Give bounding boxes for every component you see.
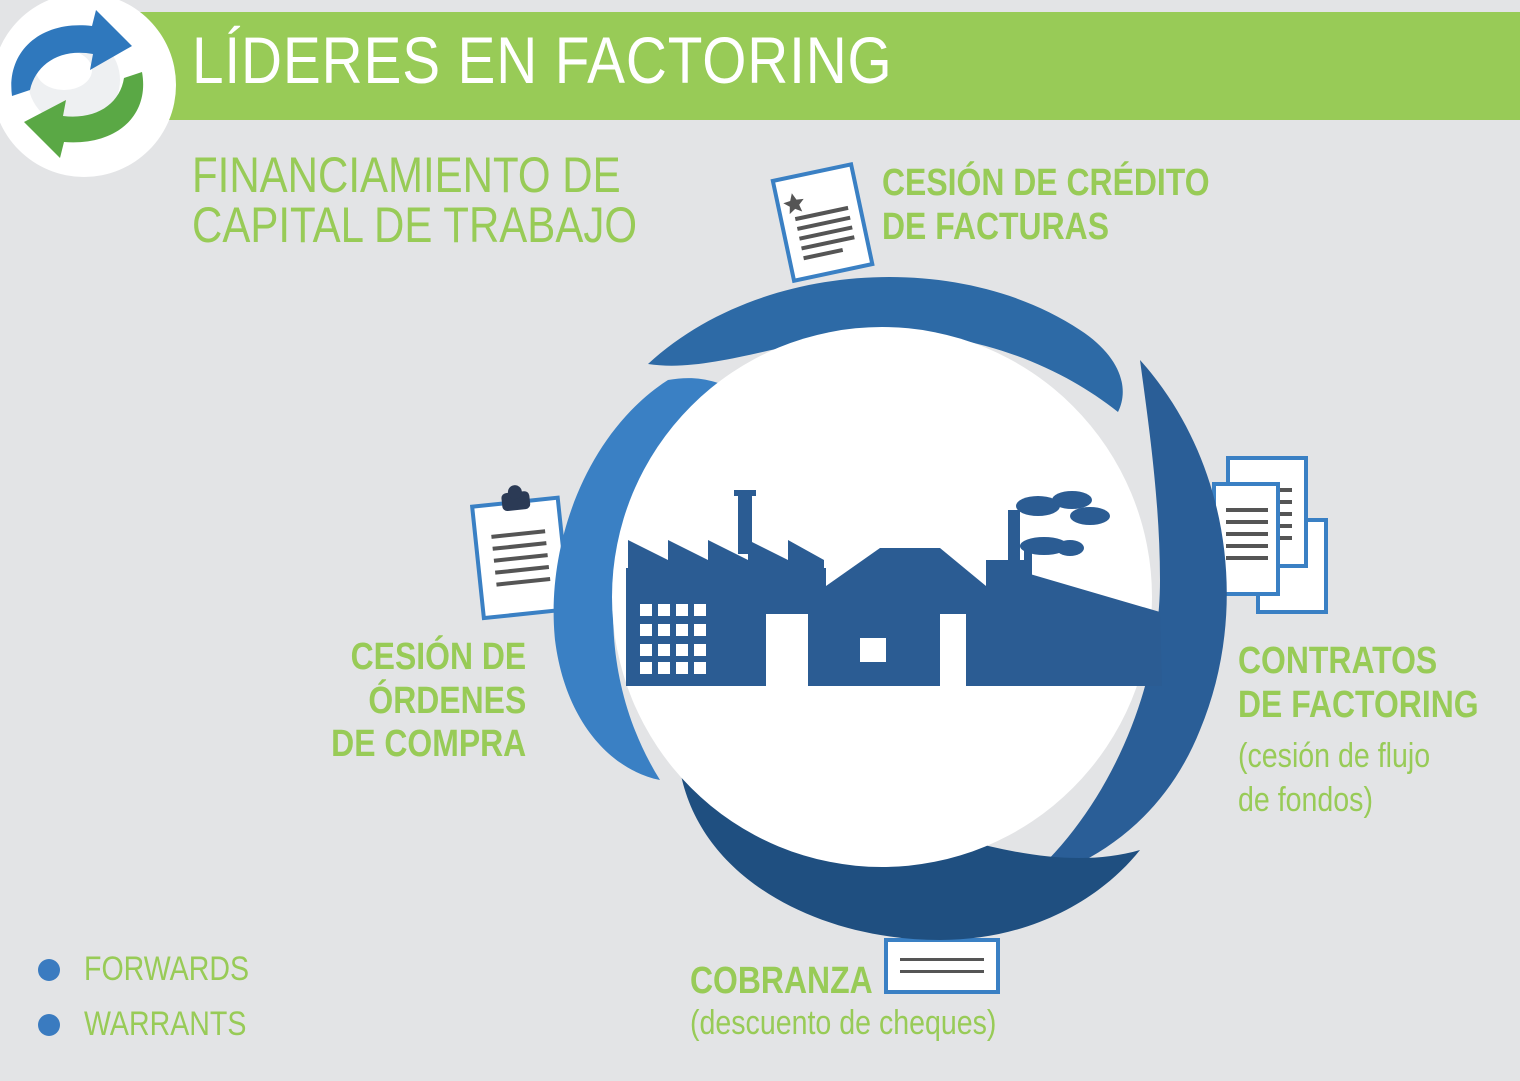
label-collection: COBRANZA xyxy=(690,960,873,1004)
legend-bullet-icon xyxy=(38,959,60,981)
label-contracts-note-line-2: de fondos) xyxy=(1238,781,1373,820)
subtitle-line-1: FINANCIAMIENTO DE xyxy=(192,147,621,203)
legend-item-warrants: WARRANTS xyxy=(84,1005,247,1043)
label-contracts-note: (cesión de flujo de fondos) xyxy=(1238,734,1430,822)
cheque-icon xyxy=(884,938,1000,994)
label-contracts-line-1: CONTRATOS xyxy=(1238,640,1438,682)
label-collection-line-1: COBRANZA xyxy=(690,960,873,1002)
clipboard-icon xyxy=(469,485,572,621)
page-title: LÍDERES EN FACTORING xyxy=(192,23,893,97)
arc-right xyxy=(1022,360,1227,884)
factory-windows xyxy=(640,604,966,686)
legend-item-forwards: FORWARDS xyxy=(84,950,250,988)
contracts-documents-icon xyxy=(1212,456,1328,614)
label-contracts: CONTRATOS DE FACTORING xyxy=(1238,640,1479,727)
arc-left xyxy=(553,378,730,780)
subtitle-line-2: CAPITAL DE TRABAJO xyxy=(192,197,638,253)
arrow-icon-green xyxy=(24,72,144,158)
invoice-document-icon xyxy=(770,161,875,284)
label-contracts-line-2: DE FACTORING xyxy=(1238,683,1479,726)
label-purchase-orders-line-2: ÓRDENES xyxy=(368,679,526,722)
label-purchase-orders: CESIÓN DE ÓRDENES DE COMPRA xyxy=(331,636,526,767)
arrow-icon-blue xyxy=(11,10,132,96)
label-invoices: CESIÓN DE CRÉDITO DE FACTURAS xyxy=(882,162,1210,249)
legend-bullet-icon xyxy=(38,1014,60,1036)
header-banner xyxy=(140,12,1520,120)
label-contracts-note-line-1: (cesión de flujo xyxy=(1238,737,1431,775)
label-invoices-line-1: CESIÓN DE CRÉDITO xyxy=(882,162,1210,204)
label-invoices-line-2: DE FACTURAS xyxy=(882,205,1109,248)
label-purchase-orders-line-1: CESIÓN DE xyxy=(350,636,526,678)
label-purchase-orders-line-3: DE COMPRA xyxy=(330,723,526,766)
subtitle: FINANCIAMIENTO DE CAPITAL DE TRABAJO xyxy=(192,150,637,250)
label-collection-note: (descuento de cheques) xyxy=(690,1004,997,1042)
arc-top xyxy=(648,277,1123,412)
logo-badge xyxy=(0,0,176,177)
